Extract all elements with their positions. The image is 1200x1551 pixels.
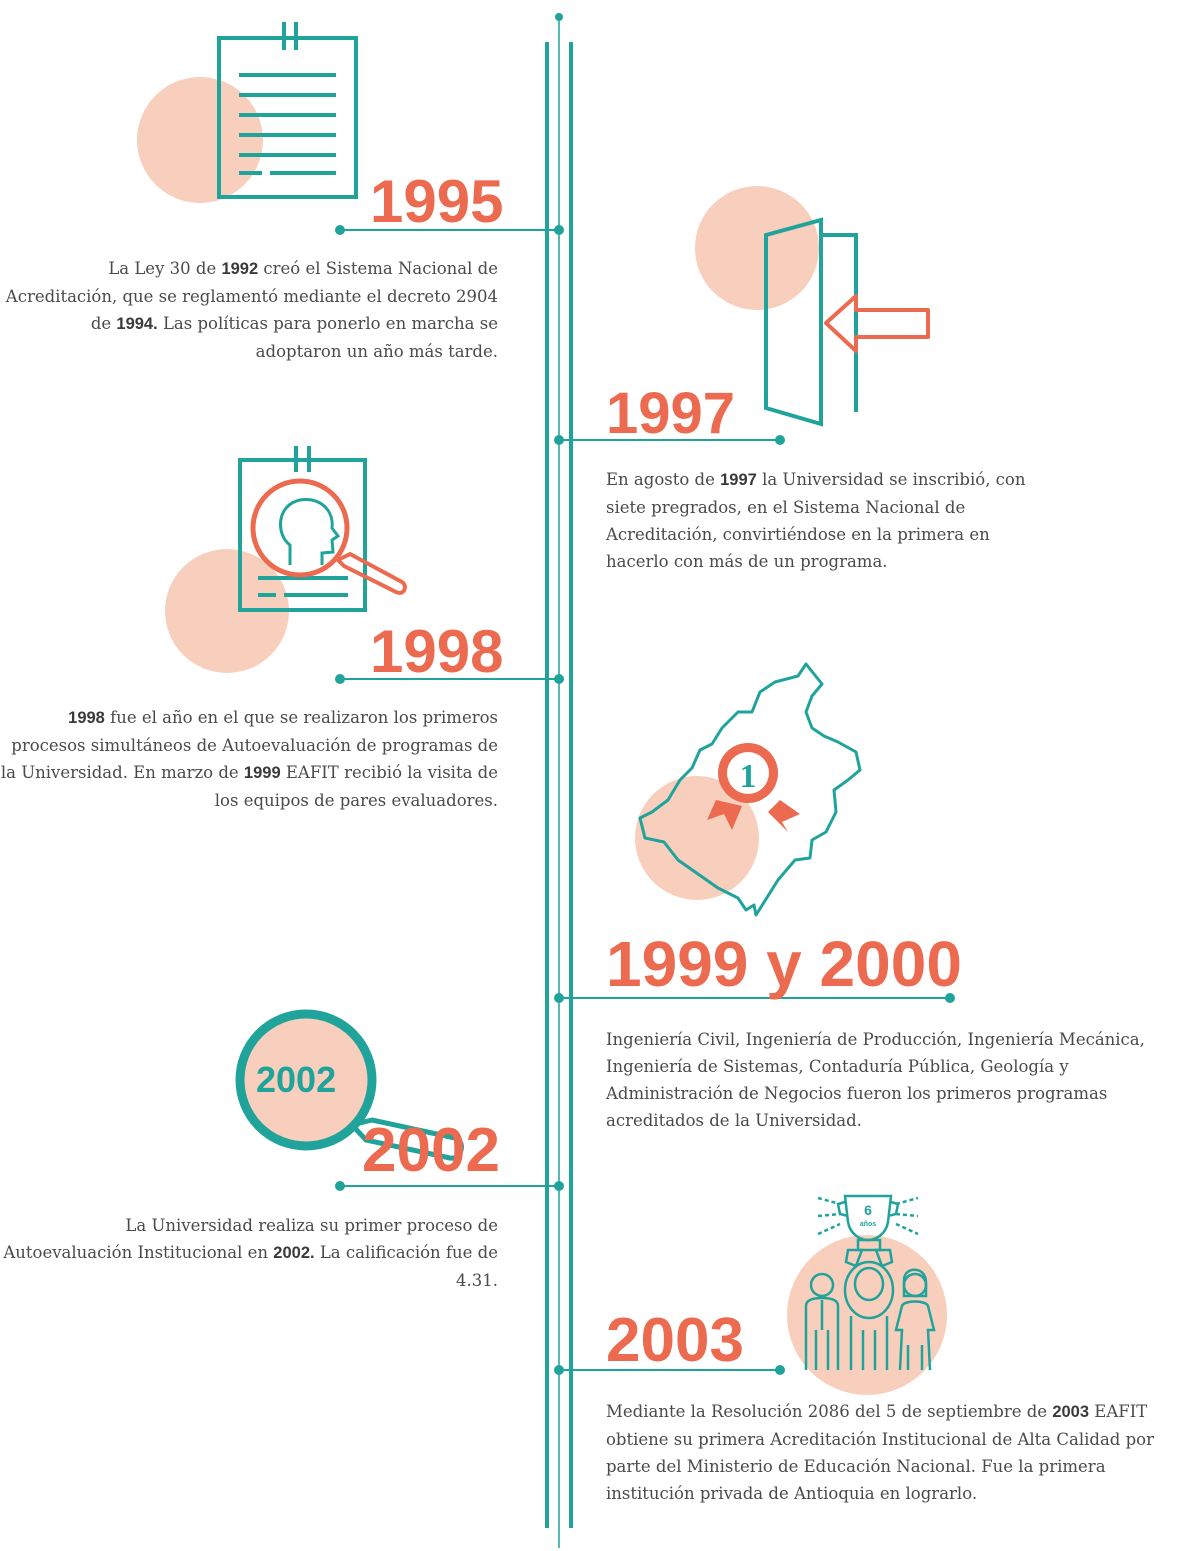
year-2002: 2002 (362, 1116, 500, 1185)
magnifier-icon (235, 1009, 464, 1161)
connectors (335, 225, 955, 1375)
peach-circle (695, 186, 819, 310)
event-1998-description: 1998 fue el año en el que se realizaron … (0, 708, 498, 810)
year-1998: 1998 (370, 618, 504, 685)
document-icon (217, 22, 358, 199)
trophy-people-icon (804, 1194, 936, 1371)
year-1995: 1995 (370, 168, 504, 235)
event-1999-2000-description: Ingeniería Civil, Ingeniería de Producci… (606, 1030, 1145, 1130)
event-1995-description: La Ley 30 de 1992 creó el Sistema Nacion… (5, 259, 498, 361)
medal-number: 1 (740, 758, 757, 795)
magnifier-lens-label: 2002 (256, 1059, 337, 1100)
peach-circle (787, 1235, 947, 1395)
year-1997: 1997 (606, 381, 736, 446)
event-2003-description: Mediante la Resolución 2086 del 5 de sep… (606, 1402, 1154, 1503)
event-1997-description: En agosto de 1997 la Universidad se insc… (606, 470, 1026, 571)
head-magnifier-icon (238, 446, 407, 612)
event-2002-description: La Universidad realiza su primer proceso… (3, 1216, 498, 1290)
trophy-number: 6 (864, 1202, 872, 1218)
timeline-axis (545, 13, 573, 1548)
colombia-map-medal-icon: 1 (638, 662, 862, 917)
year-1999-2000: 1999 y 2000 (606, 928, 962, 1000)
year-2003: 2003 (606, 1306, 744, 1375)
peach-circle (137, 77, 263, 203)
door-arrow-icon (764, 217, 930, 427)
trophy-unit: años (860, 1221, 876, 1228)
